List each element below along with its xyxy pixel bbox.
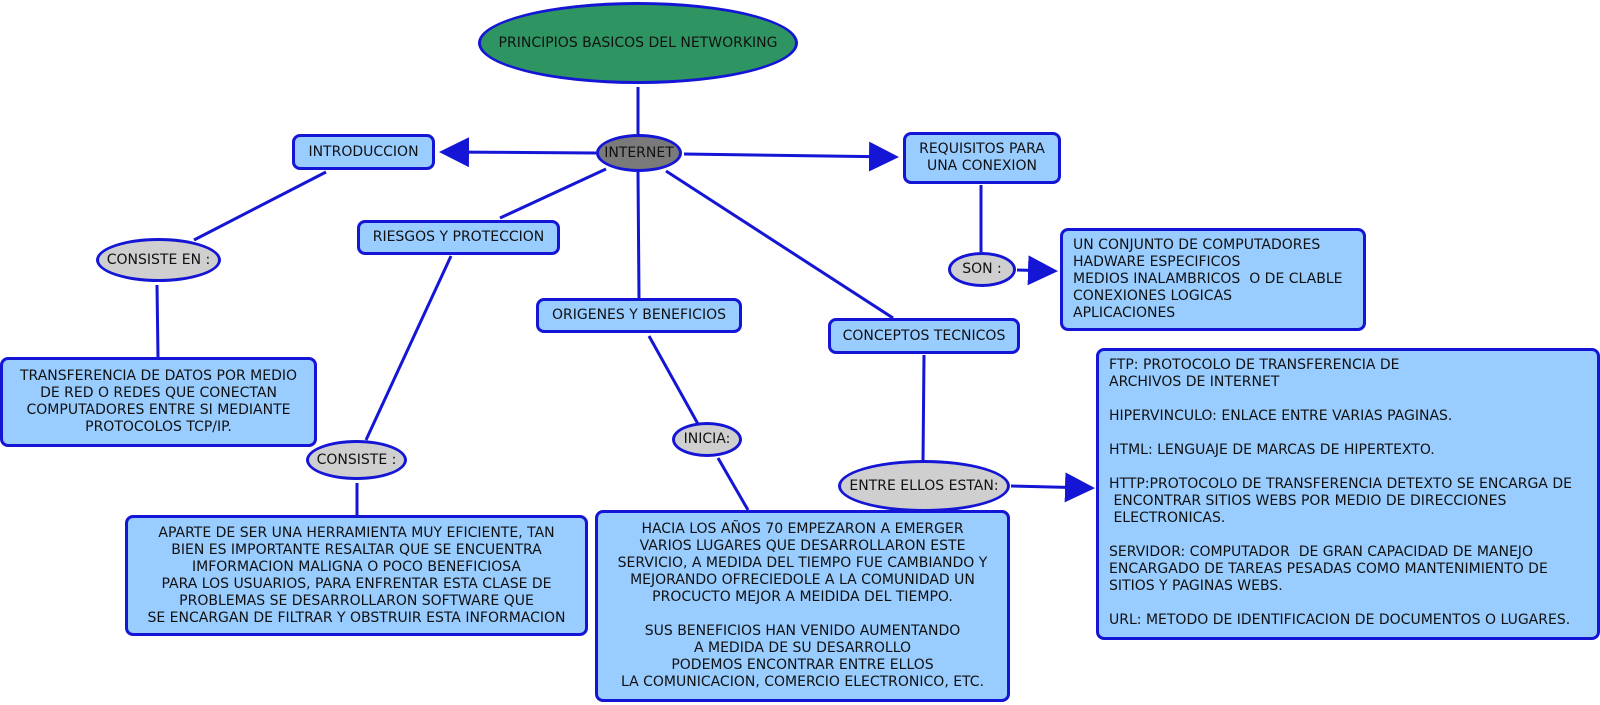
connector-conceptos-link	[921, 354, 926, 463]
riesgos-label: RIESGOS Y PROTECCION	[372, 229, 545, 245]
requisitos-detail-line: CONEXIONES LOGICAS	[1073, 288, 1233, 304]
arrow-hub-introduccion	[439, 137, 597, 168]
requisitos-detail-line: MEDIOS INALAMBRICOS O DE CLABLE	[1073, 271, 1343, 287]
riesgos-link-label: CONSISTE :	[316, 451, 397, 468]
riesgos-link: CONSISTE :	[306, 440, 407, 480]
conceptos-node: CONCEPTOS TECNICOS	[828, 318, 1020, 354]
conceptos-detail-line: URL: METODO DE IDENTIFICACION DE DOCUMEN…	[1109, 612, 1571, 628]
requisitos-detail-line: HADWARE ESPECIFICOS	[1073, 254, 1241, 270]
riesgos-detail-line: IMFORMACION MALIGNA O POCO BENEFICIOSA	[192, 558, 521, 575]
origenes-detail-line: SUS BENEFICIOS HAN VENIDO AUMENTANDO	[644, 623, 961, 639]
requisitos-detail-text: UN CONJUNTO DE COMPUTADORES HADWARE ESPE…	[1073, 237, 1342, 322]
conceptos-detail: FTP: PROTOCOLO DE TRANSFERENCIA DE ARCHI…	[1096, 348, 1600, 640]
connector-origenes-link	[647, 335, 700, 425]
conceptos-label: CONCEPTOS TECNICOS	[842, 327, 1006, 344]
connector-riesgos-link	[364, 255, 453, 441]
introduccion-node: INTRODUCCION	[292, 134, 435, 170]
origenes-detail: HACIA LOS AÑOS 70 EMPEZARON A EMERGER VA…	[595, 510, 1010, 702]
origenes-detail-line: MEJORANDO OFRECIEDOLE A LA COMUNIDAD UN	[630, 572, 975, 588]
requisitos-detail-line: UN CONJUNTO DE COMPUTADORES	[1073, 237, 1321, 253]
conceptos-detail-line	[1109, 425, 1572, 442]
introduccion-detail-line: PROTOCOLOS TCP/IP.	[85, 419, 232, 435]
origenes-detail-text: HACIA LOS AÑOS 70 EMPEZARON A EMERGER VA…	[618, 521, 988, 691]
conceptos-detail-line	[1109, 595, 1572, 612]
conceptos-detail-text: FTP: PROTOCOLO DE TRANSFERENCIA DE ARCHI…	[1109, 357, 1572, 629]
origenes-detail-line: PODEMOS ENCONTRAR ENTRE ELLOS	[671, 657, 934, 673]
origenes-detail-line: HACIA LOS AÑOS 70 EMPEZARON A EMERGER	[641, 521, 964, 537]
origenes-link-label: INICIA:	[683, 431, 731, 447]
origenes-detail-line	[618, 606, 988, 623]
riesgos-detail-line: PROBLEMAS SE DESARROLLARON SOFTWARE QUE	[179, 592, 534, 609]
conceptos-detail-line: FTP: PROTOCOLO DE TRANSFERENCIA DE	[1109, 357, 1400, 373]
conceptos-detail-line: SERVIDOR: COMPUTADOR DE GRAN CAPACIDAD D…	[1109, 544, 1533, 560]
arrow-hub-requisitos	[683, 141, 899, 172]
introduccion-link: CONSISTE EN :	[96, 238, 221, 282]
conceptos-detail-line: ELECTRONICAS.	[1109, 510, 1226, 526]
introduccion-detail-line: TRANSFERENCIA DE DATOS POR MEDIO	[19, 368, 298, 384]
riesgos-detail-line: BIEN ES IMPORTANTE RESALTAR QUE SE ENCUE…	[171, 541, 542, 558]
requisitos-node: REQUISITOS PARA UNA CONEXION	[903, 132, 1061, 184]
root-concept-label: PRINCIPIOS BASICOS DEL NETWORKING	[498, 34, 778, 51]
requisitos-link: SON :	[948, 252, 1016, 287]
introduccion-detail-text: TRANSFERENCIA DE DATOS POR MEDIO DE RED …	[20, 368, 297, 436]
hub-concept-label: INTERNET	[604, 144, 674, 161]
connector-origenes-link-detail	[716, 457, 750, 511]
conceptos-detail-line: HTTP:PROTOCOLO DE TRANSFERENCIA DETEXTO …	[1109, 476, 1572, 492]
conceptos-detail-line: ENCARGADO DE TAREAS PESADAS COMO MANTENI…	[1109, 561, 1548, 577]
riesgos-detail: APARTE DE SER UNA HERRAMIENTA MUY EFICIE…	[125, 515, 588, 636]
connector-hub-riesgos	[499, 167, 607, 220]
introduccion-label: INTRODUCCION	[308, 143, 419, 160]
requisitos-link-label: SON :	[962, 261, 1002, 277]
conceptos-detail-line	[1109, 459, 1572, 476]
origenes-detail-line: VARIOS LUGARES QUE DESARROLLARON ESTE	[639, 538, 966, 554]
conceptos-detail-line: HTML: LENGUAJE DE MARCAS DE HIPERTEXTO.	[1109, 442, 1435, 458]
origenes-detail-line: LA COMUNICACION, COMERCIO ELECTRONICO, E…	[620, 674, 985, 690]
requisitos-label-line: REQUISITOS PARA	[919, 141, 1045, 157]
riesgos-detail-line: APARTE DE SER UNA HERRAMIENTA MUY EFICIE…	[158, 524, 555, 541]
conceptos-detail-line	[1109, 527, 1572, 544]
connector-hub-conceptos	[665, 169, 894, 320]
introduccion-link-label: CONSISTE EN :	[106, 251, 211, 268]
arrow-requisitos-link-detail	[1016, 255, 1058, 286]
origenes-detail-line: PROCUCTO MEJOR A MEIDIDA DEL TIEMPO.	[652, 589, 953, 605]
conceptos-detail-line: ENCONTRAR SITIOS WEBS POR MEDIO DE DIREC…	[1109, 493, 1507, 509]
conceptos-detail-line: SITIOS Y PAGINAS WEBS.	[1109, 578, 1283, 594]
riesgos-detail-line: SE ENCARGAN DE FILTRAR Y OBSTRUIR ESTA I…	[147, 609, 566, 626]
introduccion-detail: TRANSFERENCIA DE DATOS POR MEDIO DE RED …	[0, 357, 317, 447]
hub-concept: INTERNET	[596, 134, 682, 172]
riesgos-node: RIESGOS Y PROTECCION	[357, 220, 560, 255]
conceptos-detail-line: ARCHIVOS DE INTERNET	[1109, 374, 1280, 390]
origenes-detail-line: A MEDIDA DE SU DESARROLLO	[693, 640, 912, 656]
riesgos-detail-text: APARTE DE SER UNA HERRAMIENTA MUY EFICIE…	[147, 525, 565, 627]
connector-hub-origenes	[636, 171, 641, 299]
origenes-detail-line: SERVICIO, A MEDIDA DEL TIEMPO FUE CAMBIA…	[617, 555, 988, 571]
root-concept: PRINCIPIOS BASICOS DEL NETWORKING	[478, 2, 798, 84]
origenes-node: ORIGENES Y BENEFICIOS	[536, 298, 742, 333]
requisitos-detail-line: APLICACIONES	[1073, 305, 1176, 321]
requisitos-detail: UN CONJUNTO DE COMPUTADORES HADWARE ESPE…	[1060, 228, 1366, 331]
conceptos-detail-line	[1109, 391, 1572, 408]
conceptos-link: ENTRE ELLOS ESTAN:	[838, 460, 1010, 512]
requisitos-label-line: UNA CONEXION	[926, 158, 1038, 174]
riesgos-detail-line: PARA LOS USUARIOS, PARA ENFRENTAR ESTA C…	[161, 575, 552, 592]
conceptos-detail-line: HIPERVINCULO: ENLACE ENTRE VARIAS PAGINA…	[1109, 408, 1453, 424]
introduccion-detail-line: DE RED O REDES QUE CONECTAN	[40, 385, 277, 401]
introduccion-detail-line: COMPUTADORES ENTRE SI MEDIANTE	[26, 402, 291, 418]
requisitos-label: REQUISITOS PARA UNA CONEXION	[919, 141, 1045, 175]
conceptos-link-label: ENTRE ELLOS ESTAN:	[849, 477, 999, 494]
connector-introduccion-link-detail	[155, 284, 160, 358]
arrow-conceptos-link-detail	[1010, 472, 1095, 503]
origenes-link: INICIA:	[672, 422, 742, 457]
origenes-label: ORIGENES Y BENEFICIOS	[552, 307, 726, 323]
connector-introduccion-link	[193, 170, 327, 242]
